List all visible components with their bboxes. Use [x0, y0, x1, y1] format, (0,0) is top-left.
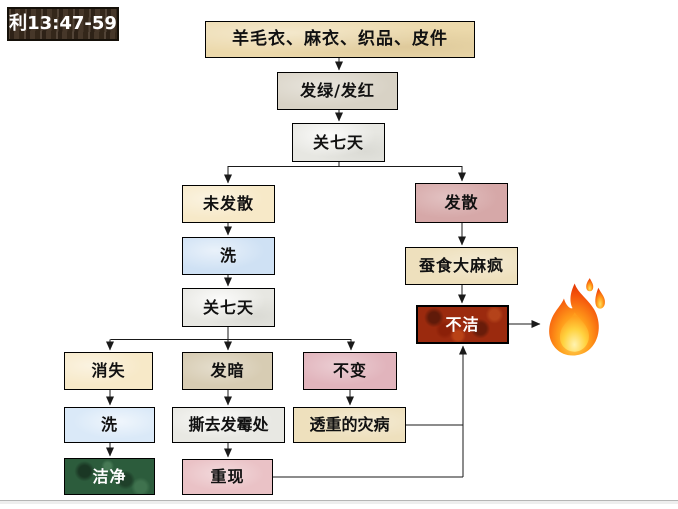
node-shut-seven-days-2-label: 关七天 — [202, 297, 254, 317]
scripture-reference-badge: 利13:47-59 — [7, 7, 119, 41]
node-reappear: 重现 — [182, 459, 273, 495]
node-unclean: 不洁 — [416, 305, 509, 344]
node-tear-off-mildew-label: 撕去发霉处 — [188, 415, 269, 435]
connector-plain-segments — [110, 162, 463, 478]
scripture-reference-label: 利13:47-59 — [9, 13, 117, 35]
node-tear-off-mildew: 撕去发霉处 — [172, 407, 285, 443]
node-shut-seven-days-1: 关七天 — [292, 123, 385, 162]
node-clean-label: 洁净 — [92, 466, 127, 486]
node-disappeared: 消失 — [64, 352, 153, 390]
node-fretting-leprosy: 蚕食大麻疯 — [405, 247, 518, 285]
node-deep-plague: 透重的灾病 — [293, 407, 406, 443]
node-darkened: 发暗 — [182, 352, 273, 390]
fire-icon — [549, 278, 605, 356]
slide-bottom-edge — [0, 500, 678, 504]
node-wash-2-label: 洗 — [100, 415, 118, 435]
node-unclean-label: 不洁 — [445, 314, 480, 334]
node-green-red-label: 发绿/发红 — [300, 81, 375, 101]
node-fretting-leprosy-label: 蚕食大麻疯 — [418, 256, 504, 276]
node-spread: 发散 — [415, 183, 508, 223]
node-garments-label: 羊毛衣、麻衣、织品、皮件 — [232, 29, 448, 50]
node-not-spread-label: 未发散 — [202, 194, 254, 214]
node-garments: 羊毛衣、麻衣、织品、皮件 — [205, 21, 475, 58]
node-not-spread: 未发散 — [182, 185, 275, 223]
node-disappeared-label: 消失 — [91, 361, 126, 381]
node-spread-label: 发散 — [444, 193, 479, 213]
node-reappear-label: 重现 — [210, 467, 245, 487]
node-shut-seven-days-2: 关七天 — [182, 288, 275, 327]
node-darkened-label: 发暗 — [210, 361, 245, 381]
node-unchanged: 不变 — [303, 352, 397, 390]
node-wash-1: 洗 — [182, 237, 275, 275]
node-deep-plague-label: 透重的灾病 — [309, 415, 390, 435]
node-wash-2: 洗 — [64, 407, 155, 443]
node-green-red: 发绿/发红 — [277, 72, 398, 110]
node-wash-1-label: 洗 — [219, 246, 237, 266]
node-unchanged-label: 不变 — [332, 361, 367, 381]
node-clean: 洁净 — [64, 458, 155, 495]
node-shut-seven-days-1-label: 关七天 — [312, 132, 364, 152]
